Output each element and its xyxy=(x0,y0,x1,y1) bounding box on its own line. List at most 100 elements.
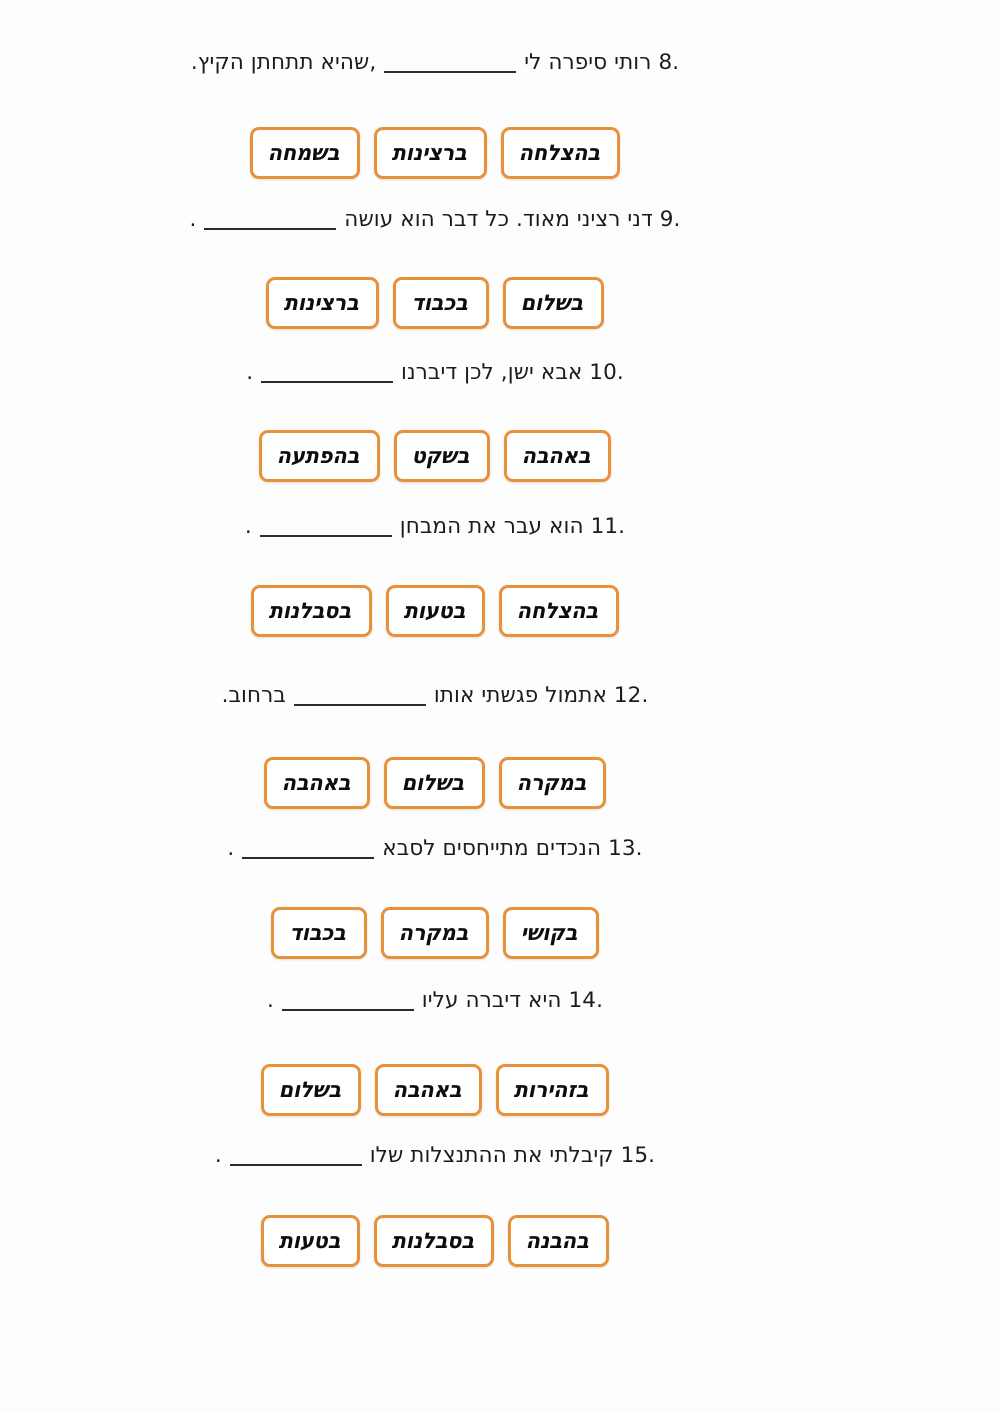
option-button[interactable]: בשמחה xyxy=(249,127,360,179)
option-label: בטעות xyxy=(277,1228,344,1254)
question-14: 14. היא דיברה עליו . xyxy=(0,988,1000,1015)
option-button[interactable]: בהבנה xyxy=(508,1215,610,1267)
question-11-text-before: הוא עבר את המבחן xyxy=(399,514,584,540)
option-button[interactable]: בקושי xyxy=(502,907,599,959)
question-9-blank[interactable] xyxy=(204,207,337,230)
question-13: 13. הנכדים מתייחסים לסבא . xyxy=(0,836,1000,863)
option-button[interactable]: במקרה xyxy=(498,757,607,809)
question-13-options: בקושי במקרה בכבוד xyxy=(0,907,1000,959)
question-10: 10. אבא ישן, לכן דיברנו . xyxy=(0,360,1000,387)
option-label: בהבנה xyxy=(525,1228,593,1254)
option-button[interactable]: בהצלחה xyxy=(500,127,621,179)
option-button[interactable]: בסבלנות xyxy=(374,1215,495,1267)
question-9-text-before: דני רציני מאוד. כל דבר הוא עושה xyxy=(344,207,653,233)
option-button[interactable]: בטעות xyxy=(260,1215,361,1267)
question-15-options: בהבנה בסבלנות בטעות xyxy=(0,1215,1000,1267)
question-14-blank[interactable] xyxy=(281,988,414,1011)
option-button[interactable]: במקרה xyxy=(381,907,489,959)
question-15: 15. קיבלתי את ההתנצלות שלו . xyxy=(0,1143,1000,1170)
option-button[interactable]: בשקט xyxy=(393,430,490,482)
option-button[interactable]: בטעות xyxy=(385,585,486,637)
question-15-text-after: . xyxy=(214,1143,222,1169)
question-11-sentence: 11. הוא עבר את המבחן . xyxy=(0,514,1000,541)
option-label: בשקט xyxy=(410,443,474,469)
question-9-number: 9. xyxy=(659,207,681,233)
question-14-sentence: 14. היא דיברה עליו . xyxy=(0,988,1000,1015)
option-button[interactable]: ברצינות xyxy=(373,127,487,179)
question-8: 8. רותי סיפרה לי ,שהיא תתחתן הקיץ. xyxy=(0,50,1000,77)
question-14-number: 14. xyxy=(568,988,604,1014)
option-label: בהצלחה xyxy=(517,140,604,166)
option-label: בסבלנות xyxy=(390,1228,478,1254)
question-10-text-after: . xyxy=(246,360,254,386)
question-11: 11. הוא עבר את המבחן . xyxy=(0,514,1000,541)
question-11-blank[interactable] xyxy=(259,514,392,537)
question-8-number: 8. xyxy=(658,50,680,76)
option-button[interactable]: בכבוד xyxy=(271,907,368,959)
option-button[interactable]: בשלום xyxy=(384,757,485,809)
option-label: בשמחה xyxy=(266,140,344,166)
question-8-text-before: רותי סיפרה לי xyxy=(524,50,652,76)
question-13-number: 13. xyxy=(608,836,643,862)
question-15-text-before: קיבלתי את ההתנצלות שלו xyxy=(369,1143,614,1169)
option-label: בכבוד xyxy=(410,290,472,316)
option-label: באהבה xyxy=(280,770,354,796)
option-button[interactable]: בשלום xyxy=(261,1064,362,1116)
option-label: במקרה xyxy=(397,920,473,946)
question-9-text-after: . xyxy=(189,207,197,233)
question-10-sentence: 10. אבא ישן, לכן דיברנו . xyxy=(0,360,1000,387)
question-13-blank[interactable] xyxy=(242,836,375,859)
question-14-options: בזהירות באהבה בשלום xyxy=(0,1064,1000,1116)
option-label: בשלום xyxy=(277,1077,345,1103)
option-label: בטעות xyxy=(402,598,469,624)
option-button[interactable]: בשלום xyxy=(503,277,604,329)
option-button[interactable]: בכבוד xyxy=(393,277,490,329)
question-15-number: 15. xyxy=(620,1143,656,1169)
option-label: בשלום xyxy=(519,290,588,316)
question-10-blank[interactable] xyxy=(261,360,394,383)
question-12-sentence: 12. אתמול פגשתי אותו ברחוב. xyxy=(0,683,1000,710)
question-11-text-after: . xyxy=(244,514,252,540)
question-15-blank[interactable] xyxy=(229,1143,362,1166)
option-button[interactable]: באהבה xyxy=(375,1064,483,1116)
option-button[interactable]: בהפתעה xyxy=(259,430,380,482)
question-12-options: במקרה בשלום באהבה xyxy=(0,757,1000,809)
option-label: ברצינות xyxy=(282,290,363,316)
question-12-blank[interactable] xyxy=(293,683,426,706)
question-15-sentence: 15. קיבלתי את ההתנצלות שלו . xyxy=(0,1143,1000,1170)
option-label: בשלום xyxy=(401,770,469,796)
question-12-text-after: ברחוב. xyxy=(221,683,286,709)
question-14-text-after: . xyxy=(266,988,274,1014)
question-11-options: בהצלחה בטעות בסבלנות xyxy=(0,585,1000,637)
option-button[interactable]: באהבה xyxy=(263,757,371,809)
option-label: בקושי xyxy=(520,920,582,946)
question-9: 9. דני רציני מאוד. כל דבר הוא עושה . xyxy=(0,207,1000,234)
question-12: 12. אתמול פגשתי אותו ברחוב. xyxy=(0,683,1000,710)
option-label: ברצינות xyxy=(390,140,471,166)
question-10-number: 10. xyxy=(589,360,624,386)
option-button[interactable]: בהצלחה xyxy=(499,585,619,637)
question-13-text-after: . xyxy=(227,836,235,862)
option-button[interactable]: באהבה xyxy=(503,430,611,482)
question-8-sentence: 8. רותי סיפרה לי ,שהיא תתחתן הקיץ. xyxy=(0,50,1000,77)
question-9-options: בשלום בכבוד ברצינות xyxy=(0,277,1000,329)
question-8-blank[interactable] xyxy=(384,50,517,73)
question-8-text-after: ,שהיא תתחתן הקיץ. xyxy=(190,50,377,76)
option-button[interactable]: בסבלנות xyxy=(251,585,372,637)
question-13-text-before: הנכדים מתייחסים לסבא xyxy=(382,836,602,862)
option-label: במקרה xyxy=(515,770,590,796)
option-label: באהבה xyxy=(392,1077,466,1103)
option-label: בזהירות xyxy=(512,1077,593,1103)
option-button[interactable]: ברצינות xyxy=(266,277,380,329)
question-8-options: בהצלחה ברצינות בשמחה xyxy=(0,127,1000,179)
question-14-text-before: היא דיברה עליו xyxy=(421,988,562,1014)
question-10-options: באהבה בשקט בהפתעה xyxy=(0,430,1000,482)
question-12-number: 12. xyxy=(613,683,649,709)
option-label: בסבלנות xyxy=(268,598,356,624)
question-9-sentence: 9. דני רציני מאוד. כל דבר הוא עושה . xyxy=(0,207,1000,234)
option-label: בהצלחה xyxy=(515,598,603,624)
option-label: בהפתעה xyxy=(275,443,364,469)
option-label: בכבוד xyxy=(288,920,350,946)
option-button[interactable]: בזהירות xyxy=(496,1064,609,1116)
